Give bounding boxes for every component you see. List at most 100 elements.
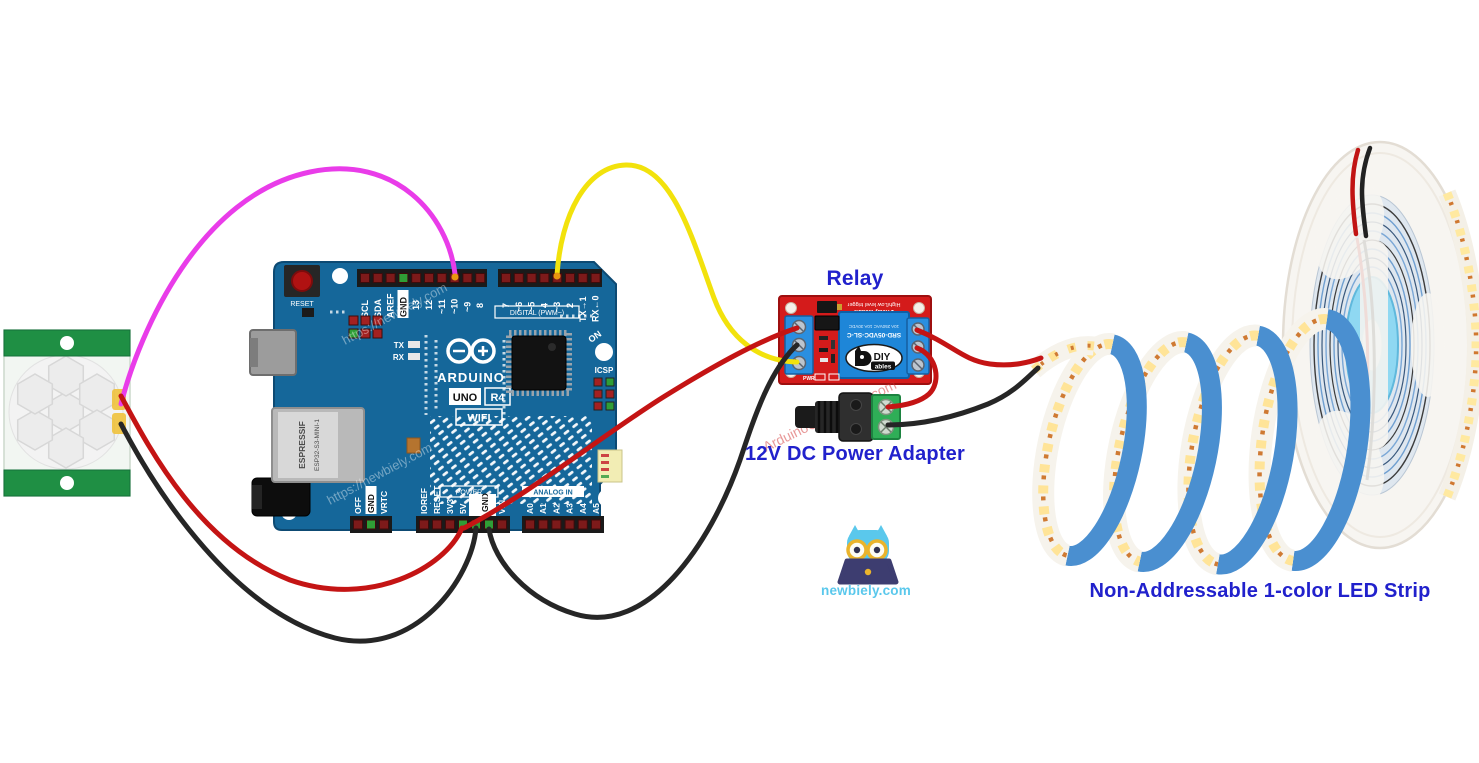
svg-text:SRD-05VDC-SL-C: SRD-05VDC-SL-C — [847, 331, 901, 338]
esp-part: ESP32-S3-MINI-1 — [314, 419, 321, 471]
bottom-pins — [353, 519, 601, 530]
svg-text:AREF: AREF — [386, 293, 396, 318]
svg-text:12: 12 — [424, 300, 434, 310]
led-strip-reel — [1281, 140, 1479, 550]
svg-text:High/Low level trigger: High/Low level trigger — [847, 301, 900, 307]
svg-text:GND: GND — [480, 493, 490, 512]
mount-hole — [595, 343, 613, 361]
wire-pir-vcc-to-5v-red — [118, 393, 465, 592]
r4-badge — [484, 387, 511, 406]
jumper-pin — [837, 304, 842, 310]
analog-pin-labels: A0 A1 A2 A3 A4 A5 — [525, 503, 601, 514]
power-group-box — [439, 485, 499, 498]
icsp-label: ICSP — [595, 366, 614, 375]
diyables-logo: DIY ables — [845, 343, 903, 373]
screw-terminal-green — [871, 394, 901, 440]
pir-lens-honeycomb — [16, 355, 116, 469]
svg-text:5V: 5V — [458, 503, 468, 514]
svg-text:VRTC: VRTC — [379, 491, 389, 514]
wire-relay-com-to-adapter-red — [885, 345, 939, 410]
led-strip-caption: Non-Addressable 1-color LED Strip — [1089, 580, 1431, 602]
smd-ic — [302, 308, 314, 317]
barrel-tip — [795, 406, 819, 428]
svg-text:SCL: SCL — [360, 299, 370, 318]
laptop-logo-dot — [864, 568, 872, 576]
uno-badge — [449, 388, 481, 405]
svg-text:A5: A5 — [591, 503, 601, 514]
relay-hole — [785, 302, 797, 314]
relay-smd-parts — [819, 336, 835, 363]
svg-text:IOREF: IOREF — [419, 488, 429, 514]
svg-text:A3: A3 — [565, 503, 575, 514]
svg-text:~3: ~3 — [552, 302, 562, 312]
svg-text:A1: A1 — [538, 503, 548, 514]
mount-hole — [332, 268, 348, 284]
reel-rim-strip — [1438, 189, 1479, 501]
svg-text:SDA: SDA — [373, 298, 383, 318]
digital-group-box — [494, 305, 580, 319]
gnd-label-box — [397, 290, 409, 318]
pir-mount-hole-bottom — [60, 476, 74, 490]
svg-text:13: 13 — [411, 300, 421, 310]
wire-relay-no-to-strip-red — [914, 327, 1044, 368]
svg-text:A2: A2 — [551, 503, 561, 514]
left-power-pin-labels: OFF GND VRTC — [353, 491, 389, 514]
analog-group-box — [522, 486, 584, 497]
power-adapter-caption: 12V DC Power Adapter — [745, 443, 965, 465]
wire-gnd-to-relay-gnd-black — [486, 342, 800, 620]
wire-5v-to-relay-vcc-red — [461, 325, 800, 531]
newbiely-logo — [837, 525, 899, 585]
svg-text:GND: GND — [398, 297, 408, 318]
polarity-minus-mark — [850, 423, 862, 435]
usb-connector-face — [250, 338, 258, 367]
wire-d3-to-relay-in-yellow — [554, 162, 800, 365]
owl-eye — [873, 546, 881, 554]
onboard-leds — [348, 315, 383, 339]
svg-text:TX→1: TX→1 — [578, 296, 588, 322]
svg-text:10A 250VAC 10A 30VDC: 10A 250VAC 10A 30VDC — [848, 324, 899, 329]
reset-label: RESET — [290, 301, 314, 308]
gnd-label-box — [469, 494, 496, 516]
reel-red-wire — [1350, 147, 1361, 237]
svg-text:A0: A0 — [525, 503, 535, 514]
arduino-uno-r4-wifi: RESET SCL SDA AREF GND 13 12 ~11 ~10 ~9 — [249, 261, 623, 533]
reset-button — [291, 270, 313, 292]
smd-pads — [330, 310, 596, 420]
reel-black-wire — [1359, 145, 1373, 239]
svg-text:3V3: 3V3 — [445, 499, 455, 514]
silk-footprint — [814, 373, 826, 381]
pir-mount-hole-top — [60, 336, 74, 350]
mcu-chip — [506, 330, 572, 396]
pin-connection-dot — [451, 273, 459, 281]
led-strip-coil — [1027, 308, 1371, 576]
trigger-jumper — [817, 301, 837, 313]
owl-eye — [853, 546, 861, 554]
pin-connection-dot — [553, 272, 561, 280]
wifi-badge — [455, 408, 503, 426]
newbiely-site-text: newbiely.com — [821, 583, 911, 598]
relay-module: 1 Relay Module High/Low level trigger SR… — [778, 295, 932, 385]
svg-text:OFF: OFF — [353, 497, 363, 514]
barrel-ridges — [817, 401, 839, 433]
wire-pir-out-to-d10-magenta — [118, 166, 458, 407]
digital-group-label: DIGITAL (PWM~) — [510, 310, 564, 317]
icsp-header — [593, 377, 615, 411]
smd-inductor — [406, 437, 421, 454]
qwiic-connector — [597, 449, 623, 483]
led-strip-start — [1027, 336, 1096, 378]
svg-text:~11: ~11 — [437, 299, 447, 314]
arduino-brand-text: ARDUINO — [437, 370, 505, 385]
svg-text:~10: ~10 — [450, 299, 460, 314]
svg-text:RESET: RESET — [432, 485, 442, 514]
barrel-ribbed — [815, 401, 841, 433]
uno-text: UNO — [453, 392, 478, 404]
digital-header-right — [498, 269, 602, 287]
svg-text:GND: GND — [366, 494, 376, 513]
svg-text:RX←0: RX←0 — [591, 295, 601, 322]
svg-text:~5: ~5 — [527, 302, 537, 312]
svg-text:A4: A4 — [578, 503, 588, 514]
power-adapter-plug — [795, 392, 901, 442]
arduino-logo — [446, 338, 496, 364]
